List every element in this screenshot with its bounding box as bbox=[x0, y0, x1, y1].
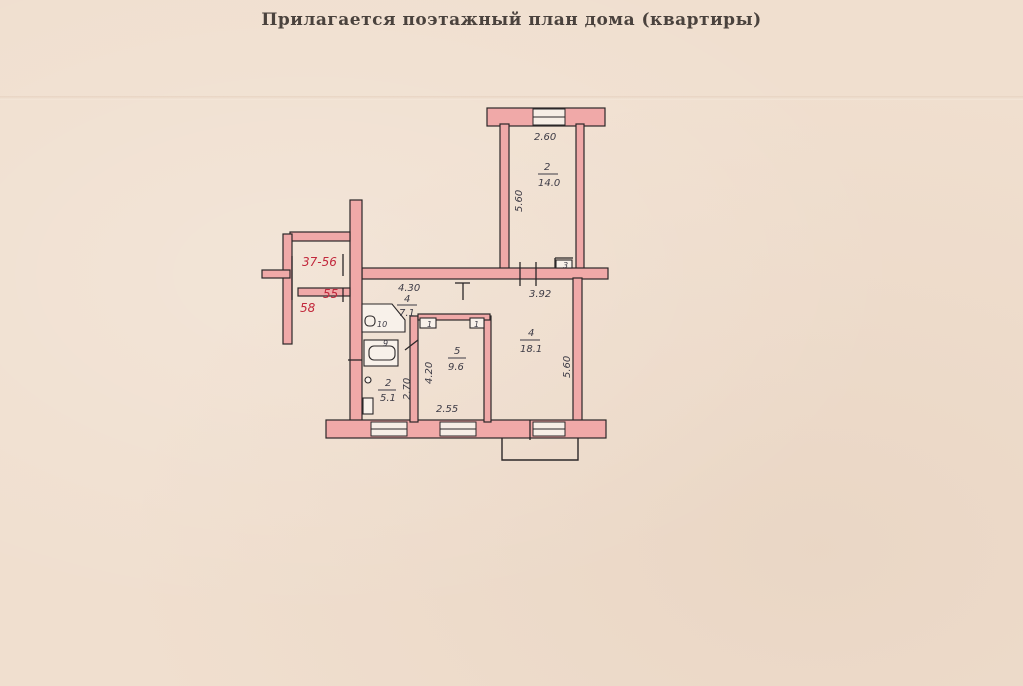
room-area: 5.1 bbox=[380, 393, 396, 404]
toilet-icon bbox=[364, 315, 376, 327]
wall-middle-horizontal bbox=[361, 267, 609, 280]
room-area: 9.6 bbox=[448, 362, 464, 373]
sink-icon bbox=[364, 376, 372, 384]
stove-icon bbox=[362, 397, 374, 415]
stamp-number-bottom: 58 bbox=[300, 301, 316, 315]
dim-room4-width: 3.92 bbox=[529, 289, 551, 300]
label-closet-a: 1 bbox=[427, 320, 432, 329]
wall-stair-stub bbox=[261, 269, 291, 279]
room-area: 18.1 bbox=[520, 344, 542, 355]
wall-room5-top bbox=[417, 313, 491, 321]
dim-room5-width: 2.55 bbox=[436, 404, 458, 415]
dim-room4-length: 5.60 bbox=[562, 356, 573, 378]
dim-hall-width: 4.30 bbox=[398, 283, 420, 294]
label-bath: 9 bbox=[383, 339, 388, 348]
dim-room5-length: 4.20 bbox=[424, 362, 435, 384]
dim-room2-width: 2.60 bbox=[534, 132, 556, 143]
dim-room2-length: 5.60 bbox=[514, 190, 525, 212]
room-number: 5 bbox=[454, 346, 460, 357]
wall-left-outer bbox=[349, 199, 363, 423]
wall-stair-top bbox=[289, 231, 351, 242]
room-number: 4 bbox=[404, 294, 410, 305]
label-closet-b: 1 bbox=[474, 320, 479, 329]
wall-stair-left bbox=[282, 233, 293, 345]
stamp-number-mid: 55 bbox=[323, 287, 338, 301]
paper-fold-line bbox=[0, 96, 1023, 100]
stamp-number-top: 37-56 bbox=[302, 255, 337, 269]
room-area: 14.0 bbox=[538, 178, 560, 189]
wall-room4-right bbox=[572, 277, 583, 425]
wall-room5-left bbox=[409, 315, 419, 423]
label-storage: 3 bbox=[563, 261, 568, 270]
label-wc: 10 bbox=[377, 320, 387, 329]
balcony-outline bbox=[501, 438, 579, 461]
wall-room5-right bbox=[483, 315, 492, 423]
wall-room2-right bbox=[575, 123, 585, 273]
room-number: 4 bbox=[528, 328, 534, 339]
dim-kitchen-length: 2.70 bbox=[402, 378, 413, 400]
room-area: 7.1 bbox=[399, 308, 415, 319]
room-number: 2 bbox=[385, 378, 391, 389]
page-title: Прилагается поэтажный план дома (квартир… bbox=[261, 10, 762, 30]
wall-stair-mid bbox=[297, 287, 351, 297]
wall-room2-left bbox=[499, 123, 510, 273]
room-number: 2 bbox=[544, 162, 550, 173]
